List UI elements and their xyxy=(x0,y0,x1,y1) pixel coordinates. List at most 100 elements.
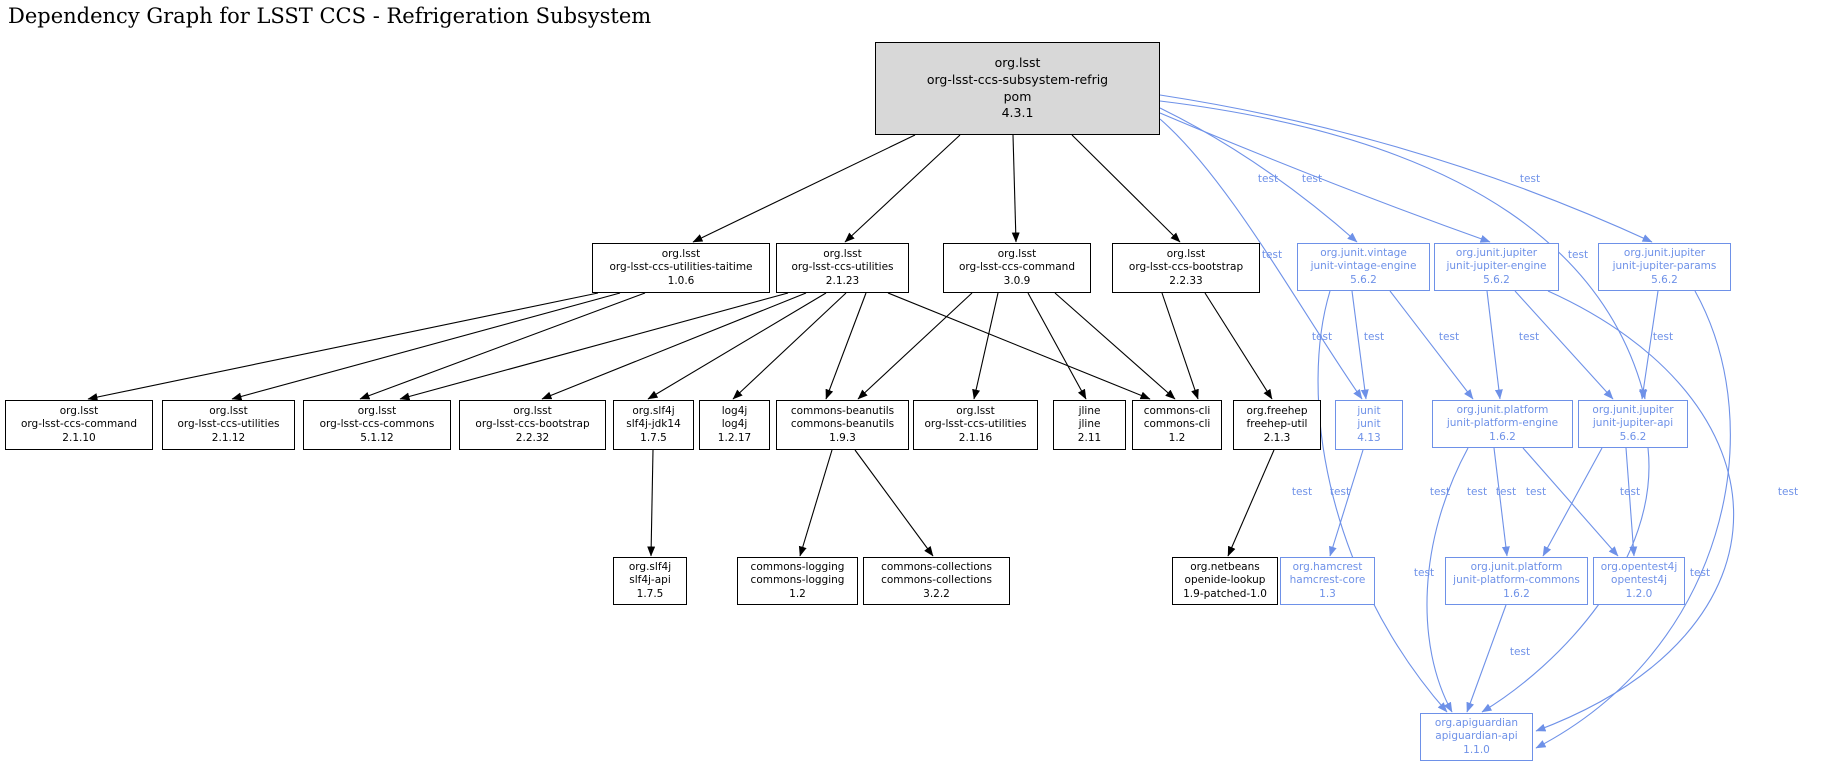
edge-scope-label: test xyxy=(1690,567,1710,579)
node-label-line: org.junit.platform xyxy=(1470,560,1563,573)
edge-freehep-to-netbeans xyxy=(1227,449,1275,557)
edge-utilities2123-to-commons5112 xyxy=(399,292,789,401)
node-label-line: opentest4j xyxy=(1611,574,1667,587)
node-label-line: 2.1.12 xyxy=(211,431,246,444)
node-label-line: 1.6.2 xyxy=(1503,587,1530,600)
node-label-line: 3.0.9 xyxy=(1003,274,1031,287)
node-label-line: org.lsst xyxy=(513,404,552,417)
edge-root-to-jupiterEngine xyxy=(1159,112,1491,243)
edge-utilities2123-to-slf4jJdk14 xyxy=(647,292,827,400)
edge-root-to-vintage xyxy=(1159,107,1358,243)
node-label-line: org.hamcrest xyxy=(1292,560,1363,573)
edge-jupiterParams-to-jupiterApi xyxy=(1639,290,1659,400)
edge-command309-to-jline xyxy=(1027,292,1087,400)
node-label-line: org.junit.jupiter xyxy=(1455,246,1538,259)
node-label-line: org.lsst xyxy=(997,247,1037,260)
node-label-line: junit xyxy=(1357,404,1381,417)
node-label-line: org.freehep xyxy=(1246,404,1308,417)
edge-jupiterEngine-to-jupiterApi xyxy=(1514,290,1614,400)
node-label-line: org.junit.jupiter xyxy=(1592,403,1674,416)
node-label-line: 1.2.17 xyxy=(717,431,752,444)
edge-utilities2123-to-commonsCli xyxy=(887,292,1151,400)
node-label-line: junit-jupiter-params xyxy=(1612,260,1717,273)
edge-root-to-utilities2123 xyxy=(844,134,961,243)
edge-platformEngine-to-apiguardian xyxy=(1426,447,1469,713)
edge-bootstrap2233-to-commonsCli xyxy=(1161,292,1199,400)
node-label-line: slf4j-jdk14 xyxy=(626,418,681,431)
node-label-line: org.apiguardian xyxy=(1434,716,1519,729)
node-label-line: freehep-util xyxy=(1246,418,1308,431)
edge-slf4jJdk14-to-slf4jApi xyxy=(647,449,656,557)
node-label-line: 1.7.5 xyxy=(636,587,664,600)
node-label-line: org-lsst-ccs-utilities xyxy=(177,418,280,431)
node-label-line: commons-collections xyxy=(881,560,992,573)
node-label-line: 4.3.1 xyxy=(1001,105,1034,121)
node-label-line: 5.1.12 xyxy=(360,431,394,444)
node-label-line: hamcrest-core xyxy=(1289,574,1366,587)
edge-root-to-junit413 xyxy=(1159,118,1363,400)
node-label-line: 5.6.2 xyxy=(1483,273,1510,286)
edge-platformCommons-to-apiguardian xyxy=(1466,604,1507,713)
edge-vintage-to-apiguardian xyxy=(1317,290,1448,713)
node-label-line: 1.0.6 xyxy=(667,274,695,287)
edge-scope-label: test xyxy=(1568,249,1588,261)
node-label-line: apiguardian-api xyxy=(1435,730,1518,743)
node-label-line: 1.9-patched-1.0 xyxy=(1183,587,1267,600)
edge-junit413-to-hamcrest xyxy=(1329,449,1364,557)
edge-utilities2123-to-log4j xyxy=(732,292,847,400)
node-label-line: commons-cli xyxy=(1143,418,1211,431)
node-label-line: 2.2.33 xyxy=(1169,274,1203,287)
edge-taitime-to-utilities2112 xyxy=(231,292,621,401)
node-label-line: junit-platform-commons xyxy=(1453,574,1580,587)
node-label-line: org.opentest4j xyxy=(1600,560,1678,573)
node-label-line: 1.6.2 xyxy=(1489,430,1516,443)
node-label-line: org-lsst-ccs-subsystem-refrig xyxy=(926,71,1109,87)
edge-command309-to-commonsCli xyxy=(1054,292,1176,400)
edge-scope-label: test xyxy=(1510,646,1530,658)
node-label-line: org.slf4j xyxy=(632,404,675,417)
node-label-line: commons-logging xyxy=(750,574,845,587)
edge-jupiterApi-to-platformCommons xyxy=(1542,447,1603,557)
edge-jupiterEngine-to-apiguardian xyxy=(1535,290,1735,732)
edge-utilities2123-to-bootstrap2232 xyxy=(541,292,807,400)
edge-scope-label: test xyxy=(1414,567,1434,579)
edge-scope-label: test xyxy=(1620,486,1640,498)
edge-vintage-to-junit413 xyxy=(1351,290,1369,400)
graph-title: Dependency Graph for LSST CCS - Refriger… xyxy=(8,4,652,28)
edge-command309-to-utilities2116 xyxy=(972,292,999,400)
node-label-line: 2.1.10 xyxy=(62,431,96,444)
edge-scope-label: test xyxy=(1467,486,1487,498)
node-label-line: 2.2.32 xyxy=(515,431,550,444)
node-label-line: 1.1.0 xyxy=(1463,743,1490,756)
node-label-line: commons-beanutils xyxy=(790,404,895,417)
node-label-line: 1.3 xyxy=(1319,587,1336,600)
node-label-line: slf4j-api xyxy=(629,574,671,587)
edge-root-to-jupiterParams xyxy=(1159,94,1653,243)
edge-scope-label: test xyxy=(1526,486,1546,498)
node-label-line: 1.2.0 xyxy=(1625,587,1653,600)
node-label-line: org-lsst-ccs-bootstrap xyxy=(1128,261,1244,274)
node-label-line: org.junit.platform xyxy=(1456,403,1549,416)
edge-root-to-bootstrap2233 xyxy=(1071,134,1181,243)
node-label-line: log4j xyxy=(721,404,748,417)
edge-bootstrap2233-to-freehep xyxy=(1204,292,1273,400)
edge-root-to-jupiterApi xyxy=(1159,100,1647,400)
node-label-line: 2.1.16 xyxy=(958,431,993,444)
edge-scope-label: test xyxy=(1292,486,1312,498)
